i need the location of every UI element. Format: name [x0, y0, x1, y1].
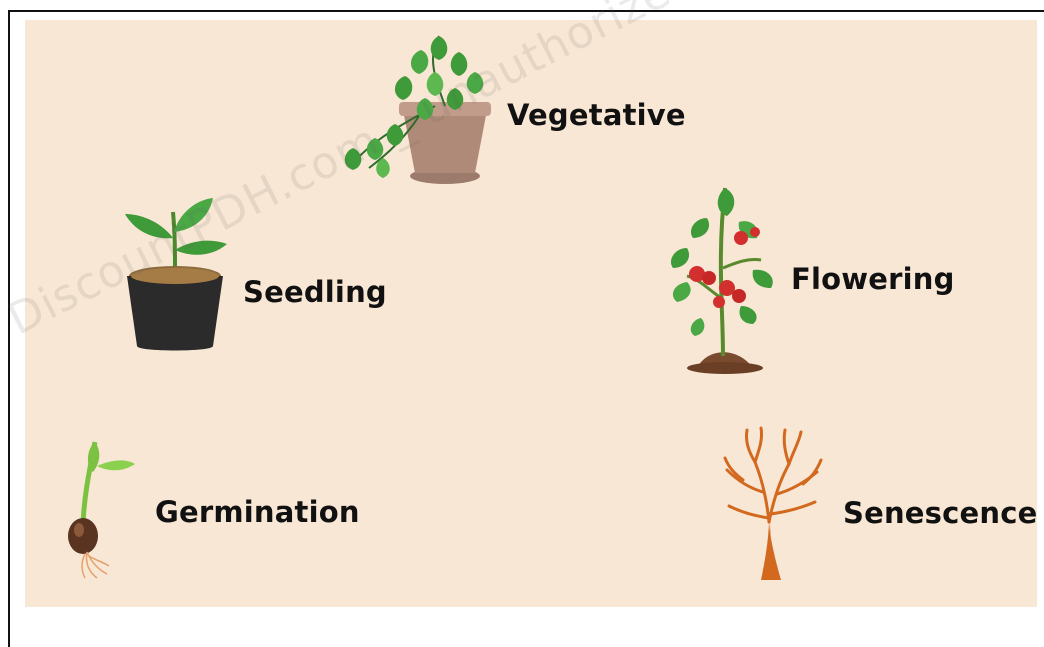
stage-label-senescence: Senescence [843, 496, 1038, 530]
tomato-plant-icon [657, 178, 787, 378]
stage-label-flowering: Flowering [791, 262, 955, 296]
stage-label-vegetative: Vegetative [507, 98, 686, 132]
seedling-pot-icon [117, 192, 232, 357]
potted-vine-icon [335, 28, 505, 193]
sprouting-seed-icon [59, 432, 139, 582]
bare-tree-icon [719, 422, 829, 582]
plant-lifecycle-panel: Vegetative Seedling Flowering [25, 20, 1037, 607]
stage-label-germination: Germination [155, 495, 360, 529]
stage-label-seedling: Seedling [243, 275, 387, 309]
